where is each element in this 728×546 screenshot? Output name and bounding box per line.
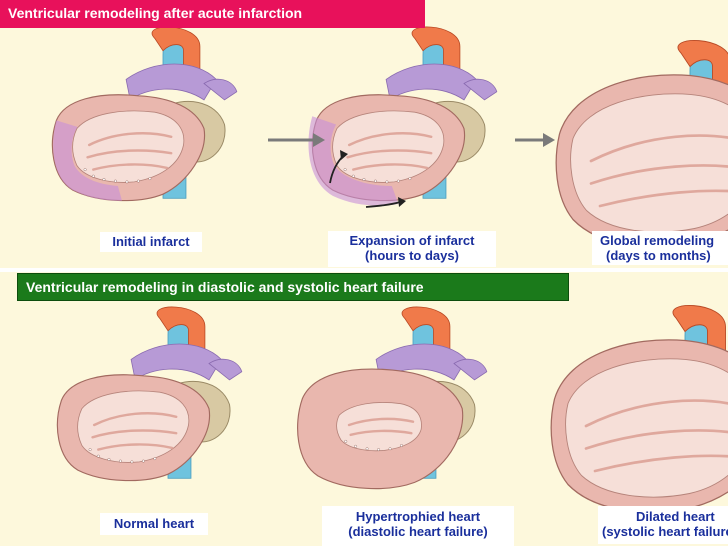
chordae-dot — [351, 174, 355, 178]
infarct-zone — [308, 116, 399, 206]
trabecula — [598, 189, 728, 208]
expansion-arrow-left-head — [340, 150, 348, 160]
ventricle-cavity — [565, 358, 728, 498]
heart-expansion — [308, 26, 498, 206]
caption-hypertrophied: Hypertrophied heart (diastolic heart fai… — [322, 506, 514, 546]
caption-expansion-line1: Expansion of infarct — [349, 233, 475, 248]
chordae-dot — [114, 179, 117, 183]
caption-global: Global remodeling (days to months) — [592, 231, 728, 265]
top-banner: Ventricular remodeling after acute infar… — [0, 0, 425, 28]
chordae-dot — [377, 448, 380, 452]
trabecula — [91, 429, 178, 439]
chordae-dot — [83, 168, 87, 172]
chordae-dot — [130, 460, 134, 464]
trabecula — [584, 429, 728, 450]
pulmonary-branch — [208, 358, 243, 381]
chordae-dot — [344, 439, 348, 443]
heart-hypertrophied — [297, 306, 488, 490]
caption-initial-infarct-text: Initial infarct — [112, 234, 190, 249]
expansion-arrow-bottom — [365, 201, 401, 208]
ventricle-cavity — [570, 93, 728, 233]
infarct-zone — [53, 120, 122, 201]
trabecula — [92, 412, 178, 427]
pulmonary-branch — [203, 78, 238, 101]
ventricle-cavity — [336, 402, 422, 452]
heart-initial-infarct — [51, 26, 238, 202]
chordae-dot — [96, 454, 100, 458]
chordae-dot — [91, 174, 95, 178]
chordae-dot — [136, 179, 140, 183]
expansion-arrow-bottom-head — [398, 197, 406, 207]
trabecula — [589, 134, 728, 163]
pulmonary-artery — [130, 343, 222, 381]
bottom-banner: Ventricular remodeling in diastolic and … — [17, 273, 569, 301]
trabecula — [92, 163, 169, 171]
caption-normal: Normal heart — [100, 513, 208, 535]
ventricle-cavity — [72, 110, 185, 183]
arrow-to-expansion-head — [313, 133, 325, 147]
caption-initial-infarct: Initial infarct — [100, 232, 202, 252]
trabecula — [87, 132, 173, 147]
caption-dilated-line1: Dilated heart — [636, 509, 715, 524]
pulmonary-artery — [125, 63, 217, 101]
trabecula — [86, 149, 173, 159]
chordae-dot — [107, 458, 111, 461]
trabecula — [589, 164, 728, 185]
caption-hypertrophied-line1: Hypertrophied heart — [355, 509, 481, 524]
heart-normal — [56, 306, 243, 482]
trabecula — [346, 149, 433, 159]
heart-global-remodeling — [555, 40, 728, 248]
chordae-dot — [388, 447, 392, 451]
trabecula — [593, 454, 728, 473]
arrow-to-global-head — [543, 133, 555, 147]
caption-global-line2: (days to months) — [606, 248, 711, 263]
caption-dilated: Dilated heart (systolic heart failure) — [598, 506, 728, 544]
chordae-dot — [354, 444, 358, 448]
caption-global-line1: Global remodeling — [600, 233, 715, 248]
chordae-dot — [362, 178, 366, 181]
pulmonary-artery — [385, 63, 477, 101]
caption-expansion-line2: (hours to days) — [365, 248, 459, 263]
trabecula — [347, 417, 415, 427]
chordae-dot — [153, 457, 157, 461]
trabecula — [349, 429, 413, 437]
trabecula — [97, 443, 174, 451]
chordae-dot — [343, 168, 347, 172]
chordae-dot — [385, 180, 389, 184]
chordae-dot — [396, 179, 400, 183]
trabecula — [352, 163, 429, 171]
caption-expansion: Expansion of infarct (hours to days) — [328, 231, 496, 267]
chordae-dot — [148, 177, 152, 181]
trabecula — [347, 132, 433, 147]
caption-dilated-line2: (systolic heart failure) — [602, 524, 728, 539]
chordae-dot — [408, 177, 412, 181]
ventricle-cavity — [77, 390, 190, 463]
chordae-dot — [365, 447, 369, 451]
chordae-dot — [374, 179, 377, 183]
pulmonary-branch — [453, 358, 488, 381]
trabecula — [584, 399, 728, 428]
chordae-dot — [119, 459, 122, 463]
heart-dilated — [550, 305, 728, 513]
chordae-dot — [125, 180, 129, 184]
pulmonary-branch — [463, 78, 498, 101]
chordae-dot — [102, 178, 106, 181]
chordae-dot — [141, 459, 145, 463]
chordae-dot — [400, 444, 403, 447]
caption-hypertrophied-line2: (diastolic heart failure) — [348, 524, 488, 539]
chordae-dot — [88, 448, 92, 452]
caption-normal-text: Normal heart — [113, 516, 195, 531]
